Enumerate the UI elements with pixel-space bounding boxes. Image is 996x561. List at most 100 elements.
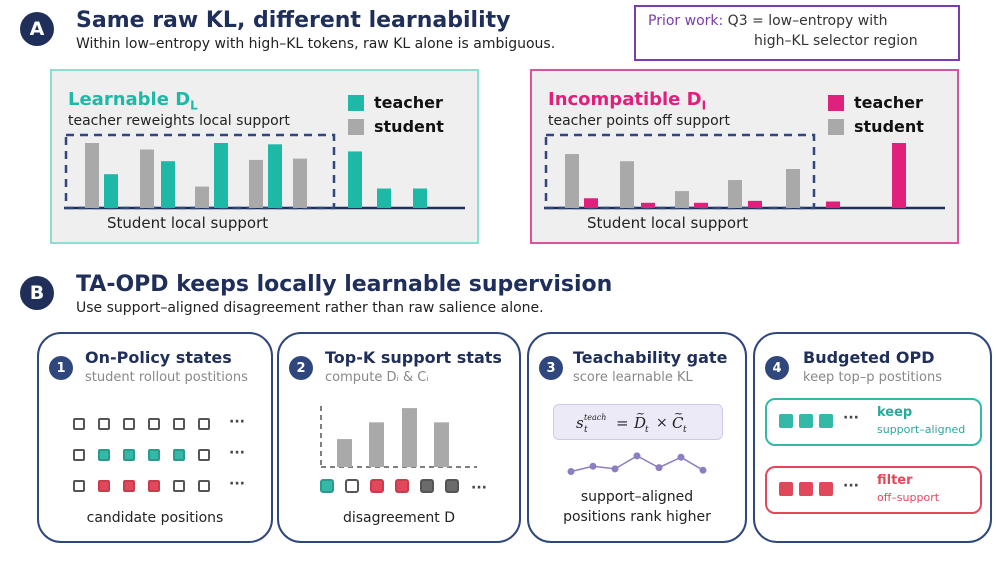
prior-work-box: Prior work: Q3 = low–entropy with high–K…: [634, 5, 960, 61]
position-cell: [148, 480, 160, 492]
step-4-title: Budgeted OPD: [803, 348, 935, 367]
filter-token: [819, 482, 833, 496]
row-ellipsis: ···: [229, 476, 245, 492]
support-stat-bar: [369, 422, 384, 467]
position-cell: [123, 449, 135, 461]
svg-text:~: ~: [674, 407, 683, 420]
section-b-subtitle: Use support–aligned disagreement rather …: [76, 300, 544, 316]
tokens-ellipsis: ···: [471, 480, 487, 496]
legend-teacher-incompatible: teacher: [828, 93, 923, 112]
teachability-formula: s t teach = D ~ t × C ~ t: [553, 404, 723, 440]
student-swatch: [348, 118, 364, 135]
teacher-bar: [413, 188, 427, 208]
student-bar: [293, 158, 307, 208]
formula-glyphs: s t teach = D ~ t × C ~ t: [576, 407, 687, 435]
step-1-caption: candidate positions: [86, 510, 224, 526]
svg-text:×: ×: [656, 415, 668, 431]
step-1-title: On-Policy states: [85, 348, 232, 367]
step-4-number: 4: [765, 356, 789, 380]
svg-text:t: t: [683, 425, 687, 435]
section-b-title: TA-OPD keeps locally learnable supervisi…: [76, 272, 613, 297]
teacher-bar: [584, 198, 598, 208]
keep-token: [799, 414, 813, 428]
step-2-card: 2 Top-K support stats compute Dᵢ & Cᵢ ··…: [277, 332, 521, 543]
position-cell: [198, 449, 210, 461]
support-stat-bar: [434, 422, 449, 467]
teacher-bar: [826, 201, 840, 208]
teacher-swatch: [828, 94, 844, 111]
position-cell: [98, 480, 110, 492]
teacher-swatch: [348, 94, 364, 111]
teacher-bar: [348, 151, 362, 208]
filter-token: [779, 482, 793, 496]
position-cell: [198, 480, 210, 492]
teacher-bar: [377, 188, 391, 208]
student-bar: [140, 149, 154, 208]
learnable-bar-chart: [64, 133, 465, 210]
gate-score-point: [655, 464, 663, 472]
student-bar: [620, 161, 634, 208]
disagreement-token: [420, 479, 434, 493]
row-ellipsis: ···: [229, 414, 245, 430]
learnable-support-label: Student local support: [107, 214, 269, 232]
legend-student: student: [348, 117, 444, 136]
support-stat-bar: [402, 408, 417, 467]
gate-score-point: [699, 466, 707, 474]
filter-sublabel: off–support: [877, 491, 940, 504]
step-3-caption-1: support–aligned: [580, 489, 694, 505]
svg-text:D: D: [633, 414, 646, 432]
student-bar: [249, 159, 263, 208]
position-cell: [123, 418, 135, 430]
position-cell: [173, 449, 185, 461]
keep-token: [819, 414, 833, 428]
step-4-subtitle: keep top–p postitions: [803, 370, 942, 385]
gate-score-point: [589, 462, 597, 470]
candidate-grid: ·········: [73, 414, 263, 498]
local-support-box: [544, 133, 816, 210]
learnable-title: Learnable DL: [68, 89, 198, 113]
position-cell: [98, 418, 110, 430]
keep-sublabel: support–aligned: [877, 423, 966, 436]
incompatible-bar-chart: [544, 133, 945, 210]
disagreement-token: [370, 479, 384, 493]
disagreement-token: [395, 479, 409, 493]
disagreement-token: [345, 479, 359, 493]
student-bar: [565, 154, 579, 208]
position-cell: [173, 418, 185, 430]
support-stat-bar: [337, 439, 352, 467]
position-cell: [123, 480, 135, 492]
teacher-bar: [641, 202, 655, 208]
section-b-badge: B: [20, 276, 54, 310]
position-cell: [148, 418, 160, 430]
incompatible-title: Incompatible DI: [548, 89, 707, 113]
step-2-caption: disagreement D: [342, 510, 456, 526]
section-a-badge: A: [20, 12, 54, 46]
position-cell: [198, 418, 210, 430]
position-cell: [73, 480, 85, 492]
position-cell: [73, 449, 85, 461]
step-3-subtitle: score learnable KL: [573, 370, 693, 385]
gate-score-point: [633, 452, 641, 460]
learnable-panel: Learnable DL teacher reweights local sup…: [50, 69, 479, 244]
svg-text:teach: teach: [584, 413, 606, 422]
teacher-bar: [161, 161, 175, 208]
gate-score-point: [611, 465, 619, 473]
teacher-bar: [748, 200, 762, 208]
keep-token: [779, 414, 793, 428]
learnable-subtitle: teacher reweights local support: [68, 113, 290, 129]
incompatible-support-label: Student local support: [587, 214, 749, 232]
svg-text:=: =: [616, 414, 629, 432]
filter-ellipsis: ···: [843, 478, 859, 494]
step-3-card: 3 Teachability gate score learnable KL s…: [527, 332, 747, 543]
legend-student-incompatible: student: [828, 117, 924, 136]
svg-text:t: t: [584, 425, 588, 435]
student-bar: [195, 186, 209, 208]
keep-pill: ··· keep support–aligned: [765, 398, 982, 446]
legend-teacher: teacher: [348, 93, 443, 112]
gate-score-point: [677, 453, 685, 461]
teacher-bar: [268, 144, 282, 208]
student-bar: [728, 180, 742, 208]
section-a-title: Same raw KL, different learnability: [76, 8, 511, 33]
position-cell: [148, 449, 160, 461]
step-1-subtitle: student rollout postitions: [85, 370, 248, 385]
